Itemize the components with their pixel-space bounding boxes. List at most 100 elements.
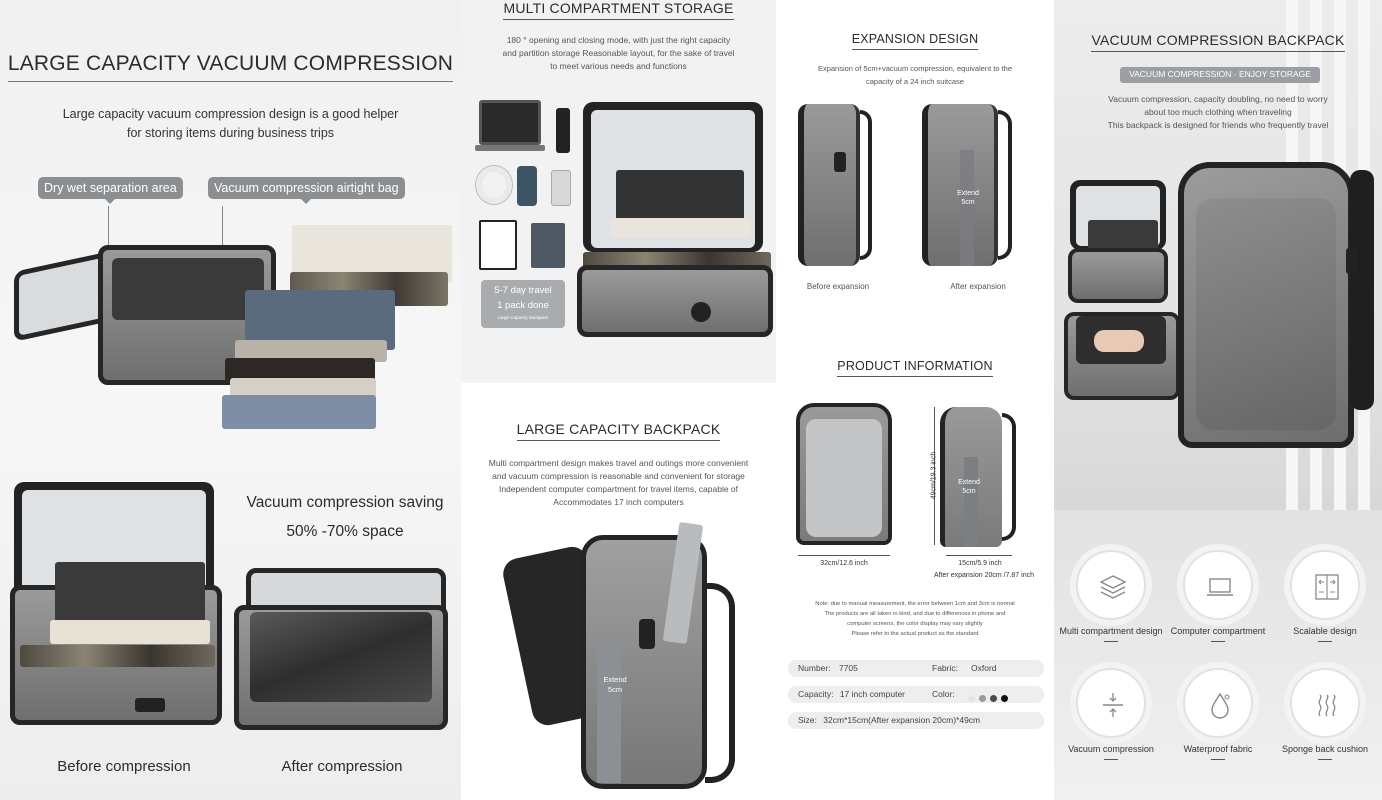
feature-dash-1 [1104,641,1118,642]
panel-product-info: PRODUCT INFORMATION 32cm/12.6 inch 49cm/… [776,327,1054,800]
pi-number-label: Number: [798,663,831,673]
feature-multi-compartment [1076,550,1146,620]
large-capacity-desc-4: Accommodates 17 inch computers [553,497,684,507]
pi-fabric-label: Fabric: [932,663,958,673]
pi-side-strip [964,457,978,547]
panel-features: Multi compartment design Computer compar… [1054,510,1382,800]
feature-dash-2 [1211,641,1225,642]
pi-width-line [798,555,890,556]
lc-lock [639,619,655,649]
tagline-badge [1120,67,1320,83]
expansion-title: EXPANSION DESIGN [776,32,1054,50]
after-extend-label-1: Extend [957,190,979,197]
mc-bag-base [577,265,773,337]
after-bag-inner [250,612,432,702]
vb-main-strap [1350,170,1374,410]
panel-multi-compartment: MULTI COMPARTMENT STORAGE 180 ° opening … [461,0,776,383]
pi-extend-label-1: Extend [958,479,980,486]
pi-note-4: Please refer to the actual product as th… [851,631,979,637]
pi-side-strap [1002,413,1016,541]
tagline-text: VACUUM COMPRESSION · ENJOY STORAGE [1129,69,1311,79]
pi-extend-label-2: 5cm [962,488,976,495]
travel-badge-line-3: Large Capacity Backpack [497,315,549,320]
feature-label-5: Waterproof fabric [1183,744,1253,754]
expansion-desc-1: Expansion of 5cm+vacuum compression, equ… [817,64,1013,73]
before-expansion-label: Before expansion [806,282,870,291]
feature-dash-6 [1318,759,1332,760]
open-bag-inner [112,258,264,320]
pi-color-label: Color: [932,689,955,699]
vacuum-desc-3: This backpack is designed for friends wh… [1107,120,1329,130]
feature-sponge-cushion [1290,668,1360,738]
clothes-gray [235,340,387,362]
pi-capacity-value: 17 inch computer [839,689,906,699]
panel-vacuum-backpack: VACUUM COMPRESSION BACKPACK VACUUM COMPR… [1054,0,1382,510]
vb-main-lock [1346,248,1358,274]
feature-label-3: Scalable design [1293,626,1357,636]
feature-dash-5 [1211,759,1225,760]
vb-main-front-panel [1196,198,1336,430]
pi-capacity-label: Capacity: [798,689,834,699]
pi-note-1: Note: due to manual measurement, the err… [815,601,1015,607]
multi-compartment-desc-3: to meet various needs and functions [550,61,687,71]
pi-height-label: 49cm/19.3 inch [930,451,938,500]
saving-line-1: Vacuum compression saving [246,494,444,511]
vb-small-shirt [1088,220,1158,250]
callout-dry-wet-area: Dry wet separation area [38,177,183,204]
expand-icon [1315,574,1339,600]
large-capacity-desc-1: Multi compartment design makes travel an… [488,458,749,468]
travel-badge-line-1: 5-7 day travel [494,285,552,296]
travel-badge-line-2: 1 pack done [497,300,549,311]
before-bag-lock [135,698,165,712]
feature-dash-3 [1318,641,1332,642]
vb-small-bag-base [1068,248,1168,303]
after-extend-strip [960,150,974,266]
after-expansion-label: After expansion [950,282,1006,291]
pi-row-number: Number: 7705 Fabric: Oxford [788,660,1044,677]
panel-expansion: EXPANSION DESIGN Expansion of 5cm+vacuum… [776,0,1054,327]
pi-number-value: 7705 [838,663,858,673]
panel-large-capacity: LARGE CAPACITY BACKPACK Multi compartmen… [461,383,776,800]
pi-depth-label: 15cm/5.9 inch [958,560,1002,567]
vacuum-desc-1: Vacuum compression, capacity doubling, n… [1108,94,1328,104]
cushion-icon [1318,694,1336,717]
color-swatch [990,695,997,702]
callout-line-right [222,206,223,266]
feature-label-1: Multi compartment design [1059,626,1163,636]
feature-label-2: Computer compartment [1170,626,1266,636]
before-bag-shirt-2 [50,620,210,644]
color-swatch [979,695,986,702]
pi-after-expansion-label: After expansion 20cm /7.87 inch [933,572,1034,579]
before-bag-camo [20,645,215,667]
lc-extend-label-1: Extend [603,675,627,684]
water-drop-icon [1211,692,1230,719]
headphones-icon [476,166,512,204]
feature-waterproof [1183,668,1253,738]
compress-icon [1103,693,1123,717]
clothes-beige [230,378,376,398]
saving-line-2: 50% -70% space [286,523,404,540]
travel-badge [481,280,565,328]
large-capacity-title: LARGE CAPACITY BACKPACK [461,421,776,441]
pi-size-label: Size: [798,715,817,725]
before-lock [834,152,846,172]
before-bag-shirt-top [55,562,205,622]
feature-dash-4 [1104,759,1118,760]
color-swatch [1001,695,1008,702]
callout-line-left [108,206,109,276]
phone-icon [517,166,537,206]
mc-shirt-beige [611,218,751,238]
lc-extend-label-2: 5cm [607,685,623,694]
feature-vacuum-compression [1076,668,1146,738]
mc-shirt-dark [616,170,744,220]
product-info-title: PRODUCT INFORMATION [776,359,1054,377]
mc-bag-lock [691,302,711,322]
vacuum-desc-2: about too much clothing when traveling [1144,107,1292,117]
before-compression-label: Before compression [57,758,191,775]
vb-hands [1094,330,1144,352]
pi-depth-line [946,555,1012,556]
before-strap [860,110,872,260]
multi-compartment-desc-2: and partition storage Reasonable layout,… [502,48,735,58]
panel-vacuum-compression: LARGE CAPACITY VACUUM COMPRESSION Large … [0,0,461,800]
after-strap [998,110,1012,260]
